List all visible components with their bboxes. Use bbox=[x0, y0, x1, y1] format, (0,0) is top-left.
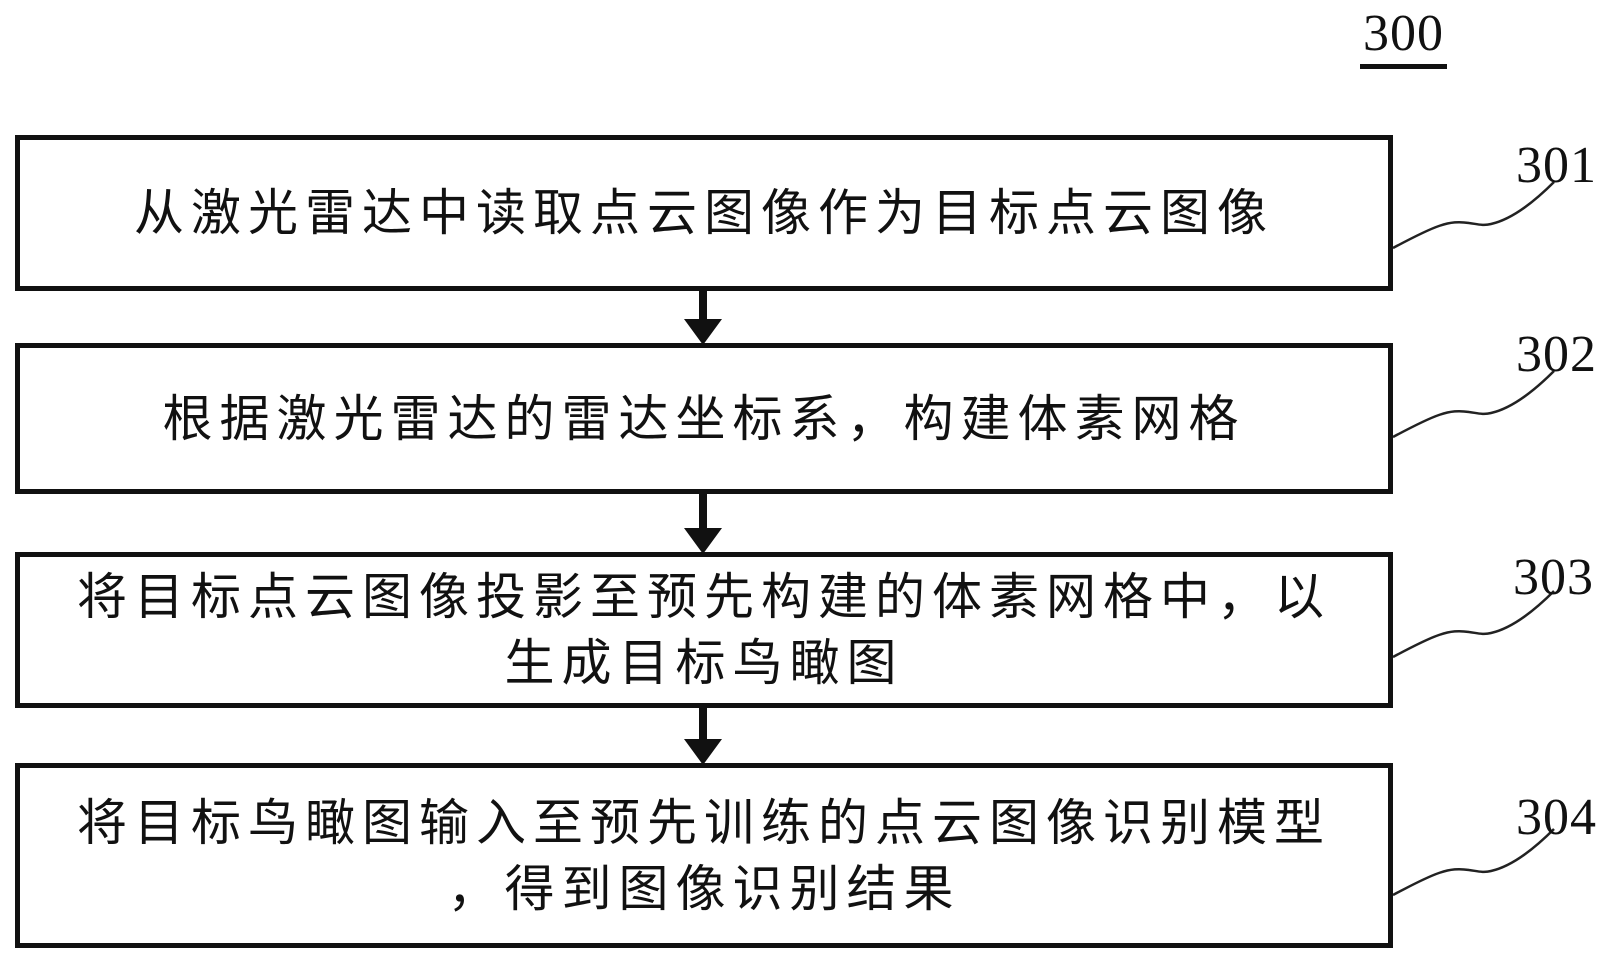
step-box-304: 将目标鸟瞰图输入至预先训练的点云图像识别模型 ，得到图像识别结果 bbox=[15, 763, 1393, 948]
arrow-stem bbox=[699, 705, 707, 742]
arrow-down-icon bbox=[684, 319, 722, 345]
step-303-text-line-1: 将目标点云图像投影至预先构建的体素网格中，以 bbox=[77, 569, 1331, 625]
ref-connector-line-302 bbox=[1392, 370, 1555, 439]
step-box-302: 根据激光雷达的雷达坐标系，构建体素网格 bbox=[15, 343, 1393, 494]
ref-number-303: 303 bbox=[1513, 549, 1594, 606]
ref-connector-line-304 bbox=[1392, 828, 1555, 897]
figure-number-label: 300 bbox=[1360, 8, 1447, 69]
ref-number-302: 302 bbox=[1516, 326, 1597, 383]
arrow-stem bbox=[699, 288, 707, 322]
arrow-down-icon bbox=[684, 528, 722, 554]
step-302-text: 根据激光雷达的雷达坐标系，构建体素网格 bbox=[162, 390, 1246, 447]
ref-connector-line-301 bbox=[1392, 181, 1555, 250]
step-box-301: 从激光雷达中读取点云图像作为目标点云图像 bbox=[15, 135, 1393, 291]
step-304-text-line-1: 将目标鸟瞰图输入至预先训练的点云图像识别模型 bbox=[77, 794, 1331, 851]
arrow-stem bbox=[699, 491, 707, 531]
step-303-text-line-2: 生成目标鸟瞰图 bbox=[504, 635, 904, 691]
step-304-text-line-2: ，得到图像识别结果 bbox=[447, 860, 961, 917]
step-301-text: 从激光雷达中读取点云图像作为目标点云图像 bbox=[134, 185, 1274, 241]
arrow-down-icon bbox=[684, 739, 722, 765]
ref-number-304: 304 bbox=[1516, 789, 1597, 846]
step-box-303: 将目标点云图像投影至预先构建的体素网格中，以 生成目标鸟瞰图 bbox=[15, 552, 1393, 708]
ref-connector-line-303 bbox=[1392, 590, 1555, 659]
ref-number-301: 301 bbox=[1516, 137, 1597, 194]
